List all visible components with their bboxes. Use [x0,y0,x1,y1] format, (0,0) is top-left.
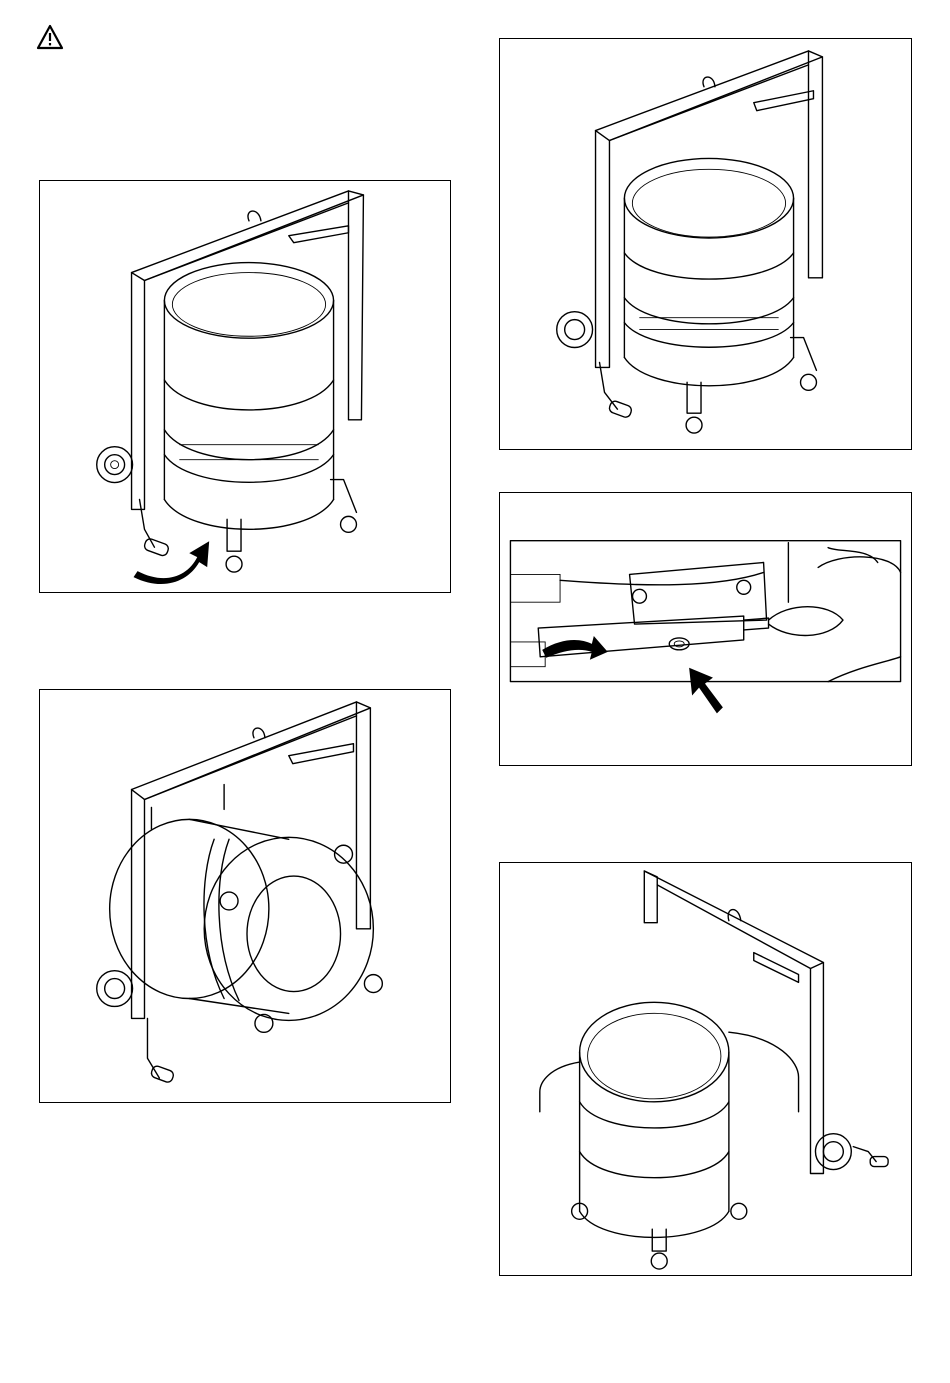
drum-illustration [40,181,450,592]
figure-drum-upright [499,38,912,450]
figure-locking-pin-detail [499,492,912,766]
drum-illustration [500,863,911,1275]
figure-drum-rotate-crank [39,180,451,593]
drum-illustration [500,39,911,449]
detail-illustration [500,493,911,765]
pointer-arrow-icon [689,668,723,714]
figure-drum-clamp-open [499,862,912,1276]
drum-illustration [40,690,450,1102]
figure-drum-tilted [39,689,451,1103]
warning-triangle-icon [36,24,64,50]
